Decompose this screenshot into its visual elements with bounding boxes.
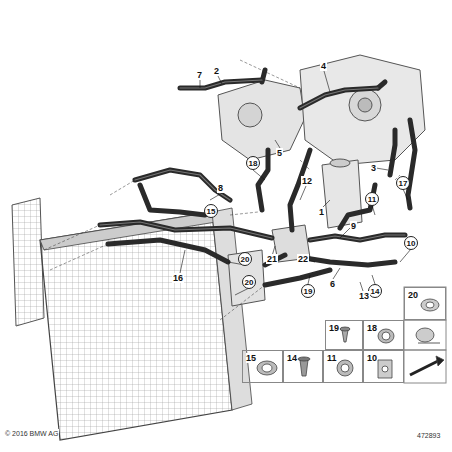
parts-table-cell: 14 [283, 350, 323, 383]
callout-number: 1 [318, 207, 325, 217]
callout-number: 16 [172, 273, 184, 283]
callout-number: 14 [287, 353, 297, 363]
callout-number: 5 [276, 148, 283, 158]
radiator-side-tank [212, 208, 252, 410]
callout-number: 12 [301, 176, 313, 186]
coolant-hoses [100, 70, 415, 285]
callout-number: 10 [407, 239, 416, 248]
callout-circle: 15 [204, 204, 218, 218]
parts-table-cell: 15 [242, 350, 283, 383]
callout-number: 19 [329, 323, 339, 333]
callout-number: 8 [217, 183, 224, 193]
aux-cooler [228, 250, 265, 306]
thermostat-housing [218, 80, 305, 160]
callout-number: 19 [304, 287, 313, 296]
callout-circle: 18 [246, 156, 260, 170]
parts-table-frame [404, 287, 446, 383]
callout-circle: 20 [238, 252, 252, 266]
callout-number: 20 [245, 278, 254, 287]
callout-number: 20 [241, 255, 250, 264]
callout-number: 4 [320, 61, 327, 71]
callout-number: 3 [370, 163, 377, 173]
callout-circle: 14 [368, 284, 382, 298]
turbocharger-housing [300, 55, 425, 165]
callout-number: 22 [297, 254, 309, 264]
callout-circle: 20 [242, 275, 256, 289]
parts-table-cell: 11 [323, 350, 363, 383]
parts-table-cell: 20 [404, 287, 446, 320]
callout-number: 6 [329, 279, 336, 289]
leader-lines [180, 71, 411, 295]
callout-number: 15 [246, 353, 256, 363]
radiator [40, 212, 232, 440]
callout-number: 18 [367, 323, 377, 333]
callout-number: 11 [368, 195, 376, 204]
callout-number: 11 [327, 353, 337, 363]
image-note: © 2016 BMW AG [4, 429, 59, 439]
image-note: 472893 [416, 431, 441, 441]
assembly-lines [44, 60, 400, 320]
expansion-tank [322, 160, 362, 228]
callout-number: 18 [249, 159, 258, 168]
callout-number: 10 [367, 353, 377, 363]
callout-number: 13 [358, 291, 370, 301]
callout-circle: 11 [365, 192, 379, 206]
callout-number: 15 [207, 207, 216, 216]
callout-circle: 10 [404, 236, 418, 250]
callout-number: 21 [266, 254, 278, 264]
part-icons [257, 299, 444, 378]
parts-table-cell: 19 [325, 320, 363, 350]
callout-number: 20 [408, 290, 418, 300]
callout-number: 17 [399, 179, 408, 188]
callout-number: 9 [350, 221, 357, 231]
callout-number: 14 [371, 287, 380, 296]
callout-number: 7 [196, 70, 203, 80]
callout-circle: 19 [301, 284, 315, 298]
parts-table-cell: 10 [363, 350, 404, 383]
aux-radiator [12, 198, 44, 326]
callout-circle: 17 [396, 176, 410, 190]
callout-number: 2 [213, 66, 220, 76]
parts-table-cell: 18 [363, 320, 404, 350]
